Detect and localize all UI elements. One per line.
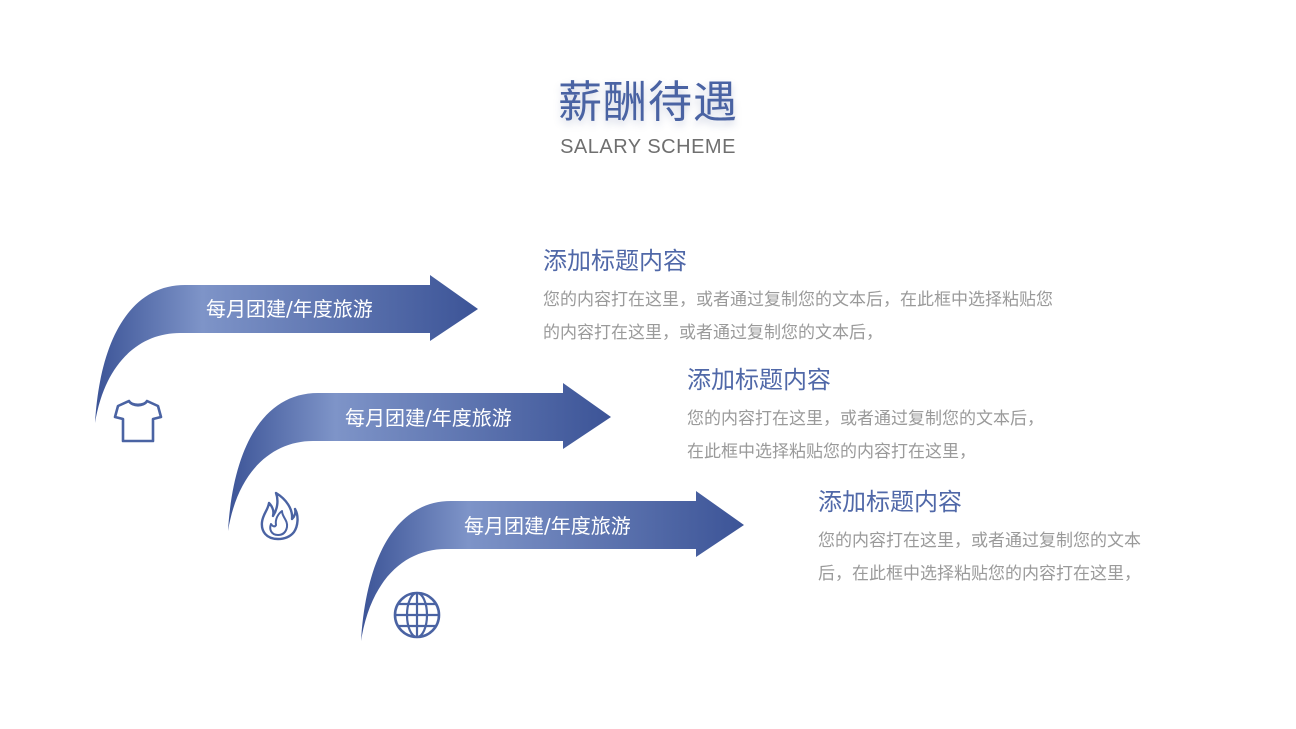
item-desc-2: 您的内容打在这里，或者通过复制您的文本后， 在此框中选择粘贴您的内容打在这里， bbox=[687, 403, 1044, 469]
arrow-3 bbox=[361, 491, 744, 641]
globe-icon bbox=[393, 591, 441, 639]
flame-icon bbox=[260, 491, 299, 541]
arrow-label-2: 每月团建/年度旅游 bbox=[345, 406, 512, 430]
tshirt-icon bbox=[113, 399, 163, 443]
item-heading-1: 添加标题内容 bbox=[543, 247, 687, 275]
arrow-2 bbox=[228, 383, 611, 531]
arrow-label-3: 每月团建/年度旅游 bbox=[464, 514, 631, 538]
page-subtitle: SALARY SCHEME bbox=[560, 136, 736, 158]
page-title: 薪酬待遇 bbox=[558, 77, 738, 128]
arrow-label-1: 每月团建/年度旅游 bbox=[206, 297, 373, 321]
item-desc-3: 您的内容打在这里，或者通过复制您的文本 后，在此框中选择粘贴您的内容打在这里， bbox=[818, 525, 1141, 591]
item-desc-1-line1: 您的内容打在这里，或者通过复制您的文本后，在此框中选择粘贴您 bbox=[543, 290, 1053, 310]
item-heading-2: 添加标题内容 bbox=[687, 366, 831, 394]
item-desc-3-line1: 您的内容打在这里，或者通过复制您的文本 bbox=[818, 531, 1141, 551]
arrow-1 bbox=[95, 275, 478, 423]
item-heading-3: 添加标题内容 bbox=[818, 488, 962, 516]
item-desc-2-line2: 在此框中选择粘贴您的内容打在这里， bbox=[687, 442, 976, 462]
item-desc-1: 您的内容打在这里，或者通过复制您的文本后，在此框中选择粘贴您 的内容打在这里，或… bbox=[543, 284, 1053, 350]
item-desc-3-line2: 后，在此框中选择粘贴您的内容打在这里， bbox=[818, 564, 1141, 584]
item-desc-1-line2: 的内容打在这里，或者通过复制您的文本后， bbox=[543, 323, 883, 343]
item-desc-2-line1: 您的内容打在这里，或者通过复制您的文本后， bbox=[687, 409, 1044, 429]
